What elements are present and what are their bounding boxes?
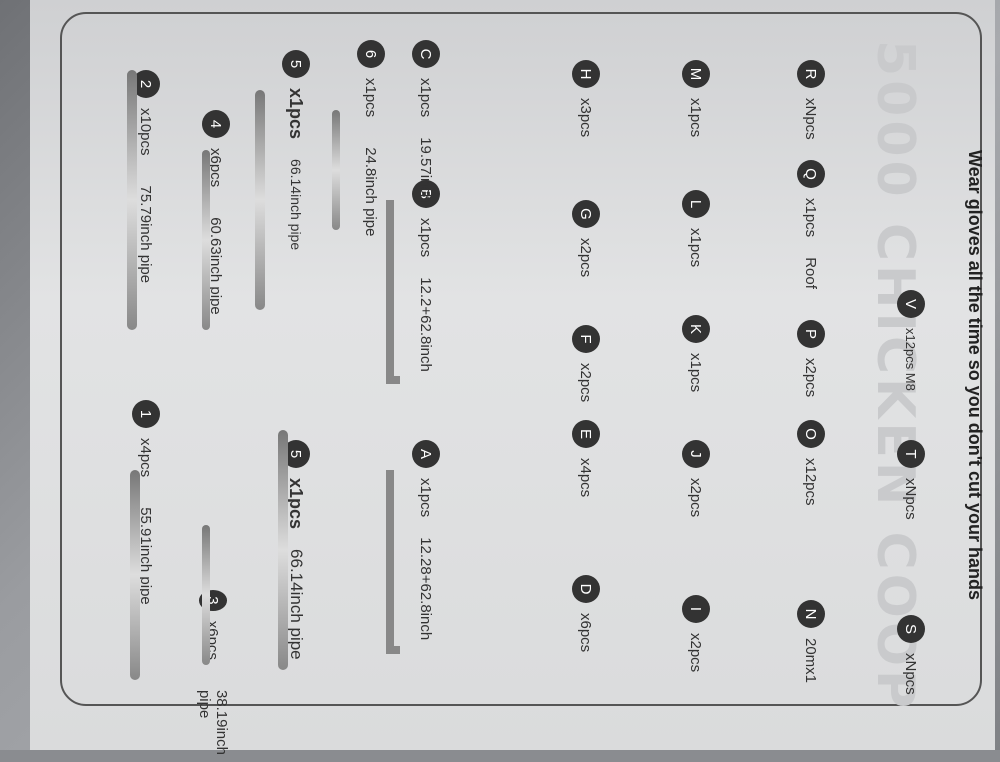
badge-I: I bbox=[682, 595, 710, 623]
desc-B: 12.2+62.8inch bbox=[417, 277, 435, 372]
qty-R: xNpcs bbox=[802, 98, 820, 140]
qty-J: x2pcs bbox=[687, 478, 705, 518]
qty-5: x1pcs bbox=[286, 478, 307, 530]
item-K: K x1pcs bbox=[682, 315, 710, 392]
pipe-6 bbox=[332, 110, 340, 230]
qty-4: x6pcs bbox=[207, 148, 225, 188]
badge-D: D bbox=[572, 575, 600, 603]
badge-R: R bbox=[797, 60, 825, 88]
qty-V: x12pcs M8 bbox=[903, 328, 919, 391]
badge-C: C bbox=[412, 40, 440, 68]
pipe-5b bbox=[255, 90, 265, 310]
item-R: R xNpcs bbox=[797, 60, 825, 140]
badge-P: P bbox=[797, 320, 825, 348]
badge-6: 6 bbox=[357, 40, 385, 68]
desc-C: 19.57inch bbox=[417, 137, 435, 203]
desc-5: 66.14inch pipe bbox=[287, 549, 306, 660]
item-L: L x1pcs bbox=[682, 190, 710, 267]
desc-4: 60.63inch pipe bbox=[207, 217, 225, 315]
badge-V: V bbox=[897, 290, 925, 318]
qty-H: x3pcs bbox=[577, 98, 595, 138]
item-E: E x4pcs bbox=[572, 420, 600, 497]
item-B: B x1pcs 12.2+62.8inch bbox=[412, 180, 440, 372]
item-T: T xNpcs bbox=[897, 440, 925, 520]
badge-G: G bbox=[572, 200, 600, 228]
pipe-3 bbox=[202, 525, 210, 665]
qty-P: x2pcs bbox=[802, 358, 820, 398]
pipe-4 bbox=[202, 150, 210, 330]
badge-S: S bbox=[897, 615, 925, 643]
qty-A: x1pcs bbox=[417, 478, 435, 518]
qty-Q: x1pcs bbox=[802, 198, 820, 238]
badge-Q: Q bbox=[797, 160, 825, 188]
badge-J: J bbox=[682, 440, 710, 468]
badge-1: 1 bbox=[132, 400, 160, 428]
qty-E: x4pcs bbox=[577, 458, 595, 498]
item-N: N 20mx1 bbox=[797, 600, 825, 683]
desc-5b: 66.14inch pipe bbox=[288, 159, 304, 251]
badge-4: 4 bbox=[202, 110, 230, 138]
qty-O: x12pcs bbox=[802, 458, 820, 506]
desc-3: 38.19inch pipe bbox=[196, 689, 230, 755]
qty-K: x1pcs bbox=[687, 353, 705, 393]
qty-G: x2pcs bbox=[577, 238, 595, 278]
badge-N: N bbox=[797, 600, 825, 628]
item-S: S xNpcs bbox=[897, 615, 925, 695]
item-F: F x2pcs bbox=[572, 325, 600, 402]
badge-T: T bbox=[897, 440, 925, 468]
badge-L: L bbox=[682, 190, 710, 218]
badge-F: F bbox=[572, 325, 600, 353]
item-G: G x2pcs bbox=[572, 200, 600, 277]
manual-frame bbox=[60, 12, 982, 706]
item-D: D x6pcs bbox=[572, 575, 600, 652]
qty-2: x10pcs bbox=[137, 108, 155, 156]
qty-T: xNpcs bbox=[902, 478, 920, 520]
qty-5b: x1pcs bbox=[286, 88, 307, 140]
warning-text: Wear gloves all the time so you don't cu… bbox=[965, 150, 985, 601]
item-A: A x1pcs 12.28+62.8inch bbox=[412, 440, 440, 640]
badge-O: O bbox=[797, 420, 825, 448]
desc-A: 12.28+62.8inch bbox=[417, 537, 435, 641]
badge-E: E bbox=[572, 420, 600, 448]
qty-N: 20mx1 bbox=[802, 638, 820, 684]
desc-1: 55.91inch pipe bbox=[137, 507, 155, 605]
qty-1: x4pcs bbox=[137, 438, 155, 478]
item-M: M x1pcs bbox=[682, 60, 710, 137]
desc-Q: Roof bbox=[802, 257, 820, 289]
item-C: C x1pcs 19.57inch bbox=[412, 40, 440, 202]
pipe-1 bbox=[130, 470, 140, 680]
manual-sheet bbox=[30, 0, 995, 750]
desc-2: 75.79inch pipe bbox=[137, 185, 155, 284]
qty-C: x1pcs bbox=[417, 78, 435, 118]
bent-pipe-a-icon bbox=[386, 470, 400, 654]
badge-5b: 5 bbox=[282, 50, 310, 78]
item-H: H x3pcs bbox=[572, 60, 600, 137]
qty-L: x1pcs bbox=[687, 228, 705, 268]
item-P: P x2pcs bbox=[797, 320, 825, 397]
badge-H: H bbox=[572, 60, 600, 88]
item-J: J x2pcs bbox=[682, 440, 710, 517]
badge-M: M bbox=[682, 60, 710, 88]
item-5b: 5 x1pcs 66.14inch pipe bbox=[282, 50, 310, 250]
item-I: I x2pcs bbox=[682, 595, 710, 672]
qty-6: x1pcs bbox=[362, 78, 380, 118]
qty-F: x2pcs bbox=[577, 363, 595, 403]
qty-M: x1pcs bbox=[687, 98, 705, 138]
item-O: O x12pcs bbox=[797, 420, 825, 506]
qty-I: x2pcs bbox=[687, 633, 705, 673]
qty-D: x6pcs bbox=[577, 613, 595, 653]
badge-K: K bbox=[682, 315, 710, 343]
qty-S: xNpcs bbox=[902, 653, 920, 695]
qty-B: x1pcs bbox=[417, 218, 435, 258]
item-V: V x12pcs M8 bbox=[897, 290, 925, 391]
item-Q: Q x1pcs Roof bbox=[797, 160, 825, 289]
badge-A: A bbox=[412, 440, 440, 468]
bent-pipe-b-icon bbox=[386, 200, 400, 384]
pipe-5 bbox=[278, 430, 288, 670]
pipe-2 bbox=[127, 70, 137, 330]
